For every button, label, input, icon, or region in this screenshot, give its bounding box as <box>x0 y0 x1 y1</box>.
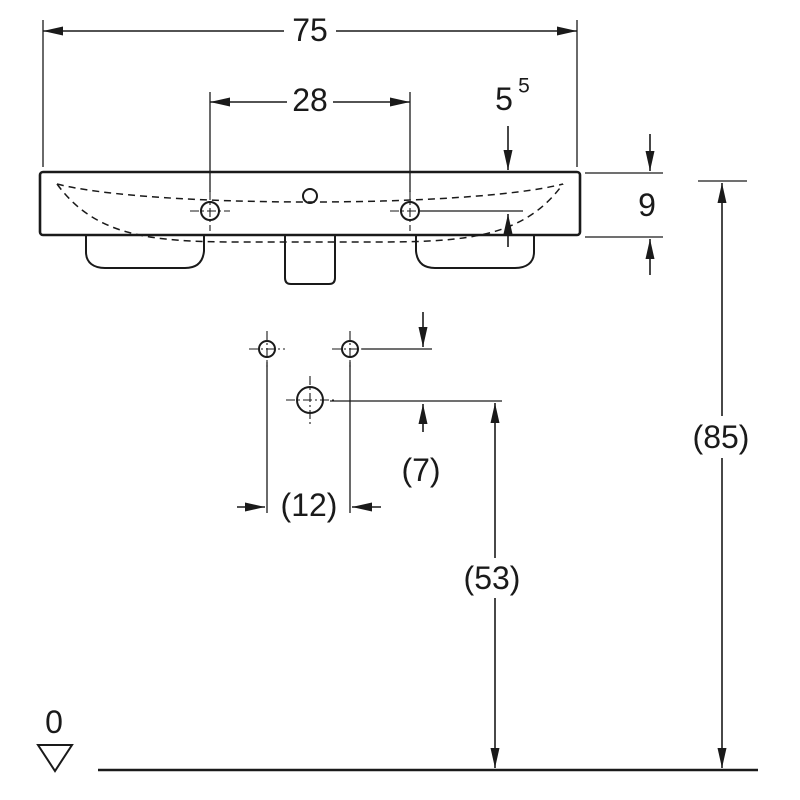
dim-overall-width: 75 <box>42 12 578 167</box>
floor-and-datum: 0 <box>36 704 758 773</box>
basin-left-support <box>85 236 205 269</box>
basin-right-support <box>415 236 535 269</box>
basin-drain-cover <box>284 236 336 285</box>
dim-overall-width-label: 75 <box>292 12 328 48</box>
dim-hole-vertical-offset: (7) <box>330 312 502 488</box>
tap-hole-left <box>190 191 230 231</box>
basin-rim-outline <box>38 170 582 237</box>
tap-hole-right <box>390 191 430 231</box>
datum-level-label: 0 <box>45 704 63 740</box>
basin-bowl-back-edge <box>56 183 564 203</box>
overflow-hole <box>302 188 318 204</box>
dim-rim-height: 9 <box>585 134 663 275</box>
dim-tap-hole-depth-label: 5 <box>495 81 513 117</box>
dim-outlet-height: (53) <box>464 403 521 768</box>
fixing-hole-left <box>249 331 285 367</box>
datum-triangle-icon <box>36 744 74 773</box>
outlet-hole <box>286 376 334 424</box>
dim-overall-height: (85) <box>693 180 750 768</box>
basin-bowl-bottom-edge <box>56 183 564 243</box>
fixing-holes-detail <box>249 331 368 424</box>
dim-outlet-height-label: (53) <box>464 560 521 596</box>
dim-hole-offset-label: (7) <box>401 452 440 488</box>
dim-fixing-hole-spacing: (12) <box>237 362 381 523</box>
dim-tap-hole-depth-superscript: 5 <box>518 75 530 98</box>
dim-overall-height-label: (85) <box>693 419 750 455</box>
dim-tap-hole-spacing-label: 28 <box>292 82 328 118</box>
basin-front-view <box>38 170 582 285</box>
dim-tap-hole-depth: 5 5 <box>420 75 530 247</box>
dim-tap-hole-spacing: 28 <box>209 82 411 192</box>
dim-rim-height-label: 9 <box>638 187 656 223</box>
dim-fixing-spacing-label: (12) <box>281 487 338 523</box>
